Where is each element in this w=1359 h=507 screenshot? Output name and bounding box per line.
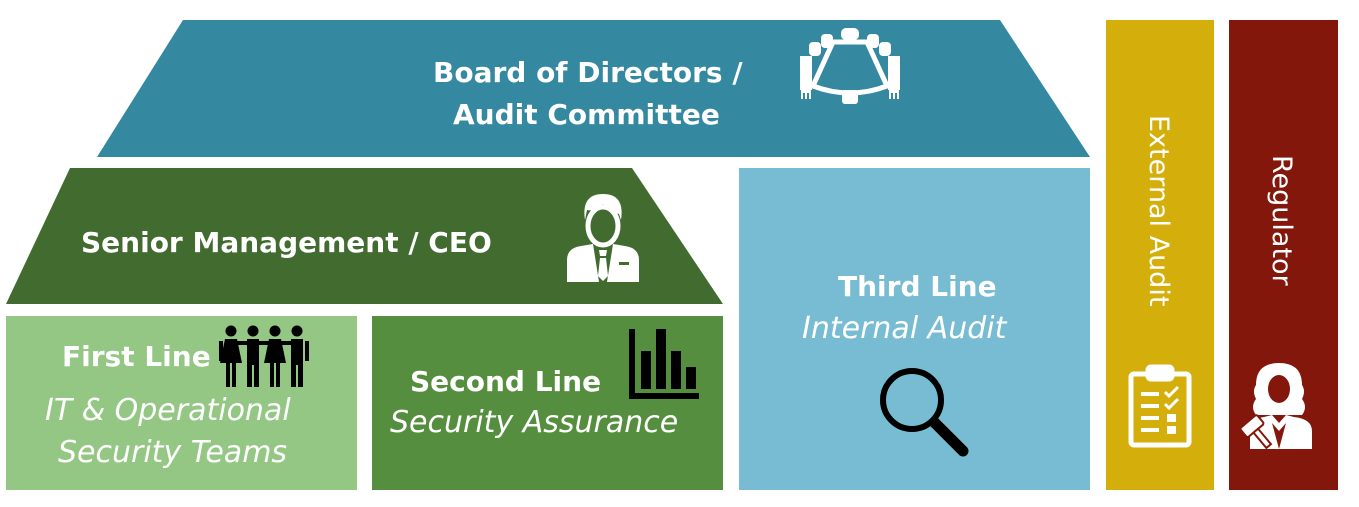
board-label-line2: Audit Committee (453, 98, 720, 131)
bar-chart-icon (629, 329, 699, 399)
first-line-title: First Line (62, 340, 211, 373)
board-label-line1: Board of Directors / (433, 56, 743, 89)
senior-management-label: Senior Management / CEO (81, 226, 492, 259)
businessman-icon (567, 194, 639, 282)
first-line-subtitle-line1: IT & Operational (45, 393, 291, 428)
third-line-shape (739, 168, 1090, 490)
external-audit-label: External Audit (1143, 115, 1174, 307)
third-line-subtitle: Internal Audit (802, 311, 1007, 346)
first-line-subtitle-line2: Security Teams (58, 435, 288, 470)
team-people-icon (219, 325, 309, 387)
external-audit-shape (1106, 20, 1214, 490)
third-line-title: Third Line (838, 270, 997, 303)
magnifier-icon (880, 368, 969, 457)
senior-management-shape (6, 168, 723, 304)
board-shape (97, 20, 1090, 157)
clipboard-checklist-icon (1128, 364, 1192, 448)
boardroom-table-icon (800, 28, 900, 104)
second-line-subtitle: Security Assurance (390, 405, 679, 440)
second-line-title: Second Line (410, 365, 602, 398)
judge-gavel-icon (1239, 363, 1312, 449)
regulator-label: Regulator (1266, 155, 1297, 286)
